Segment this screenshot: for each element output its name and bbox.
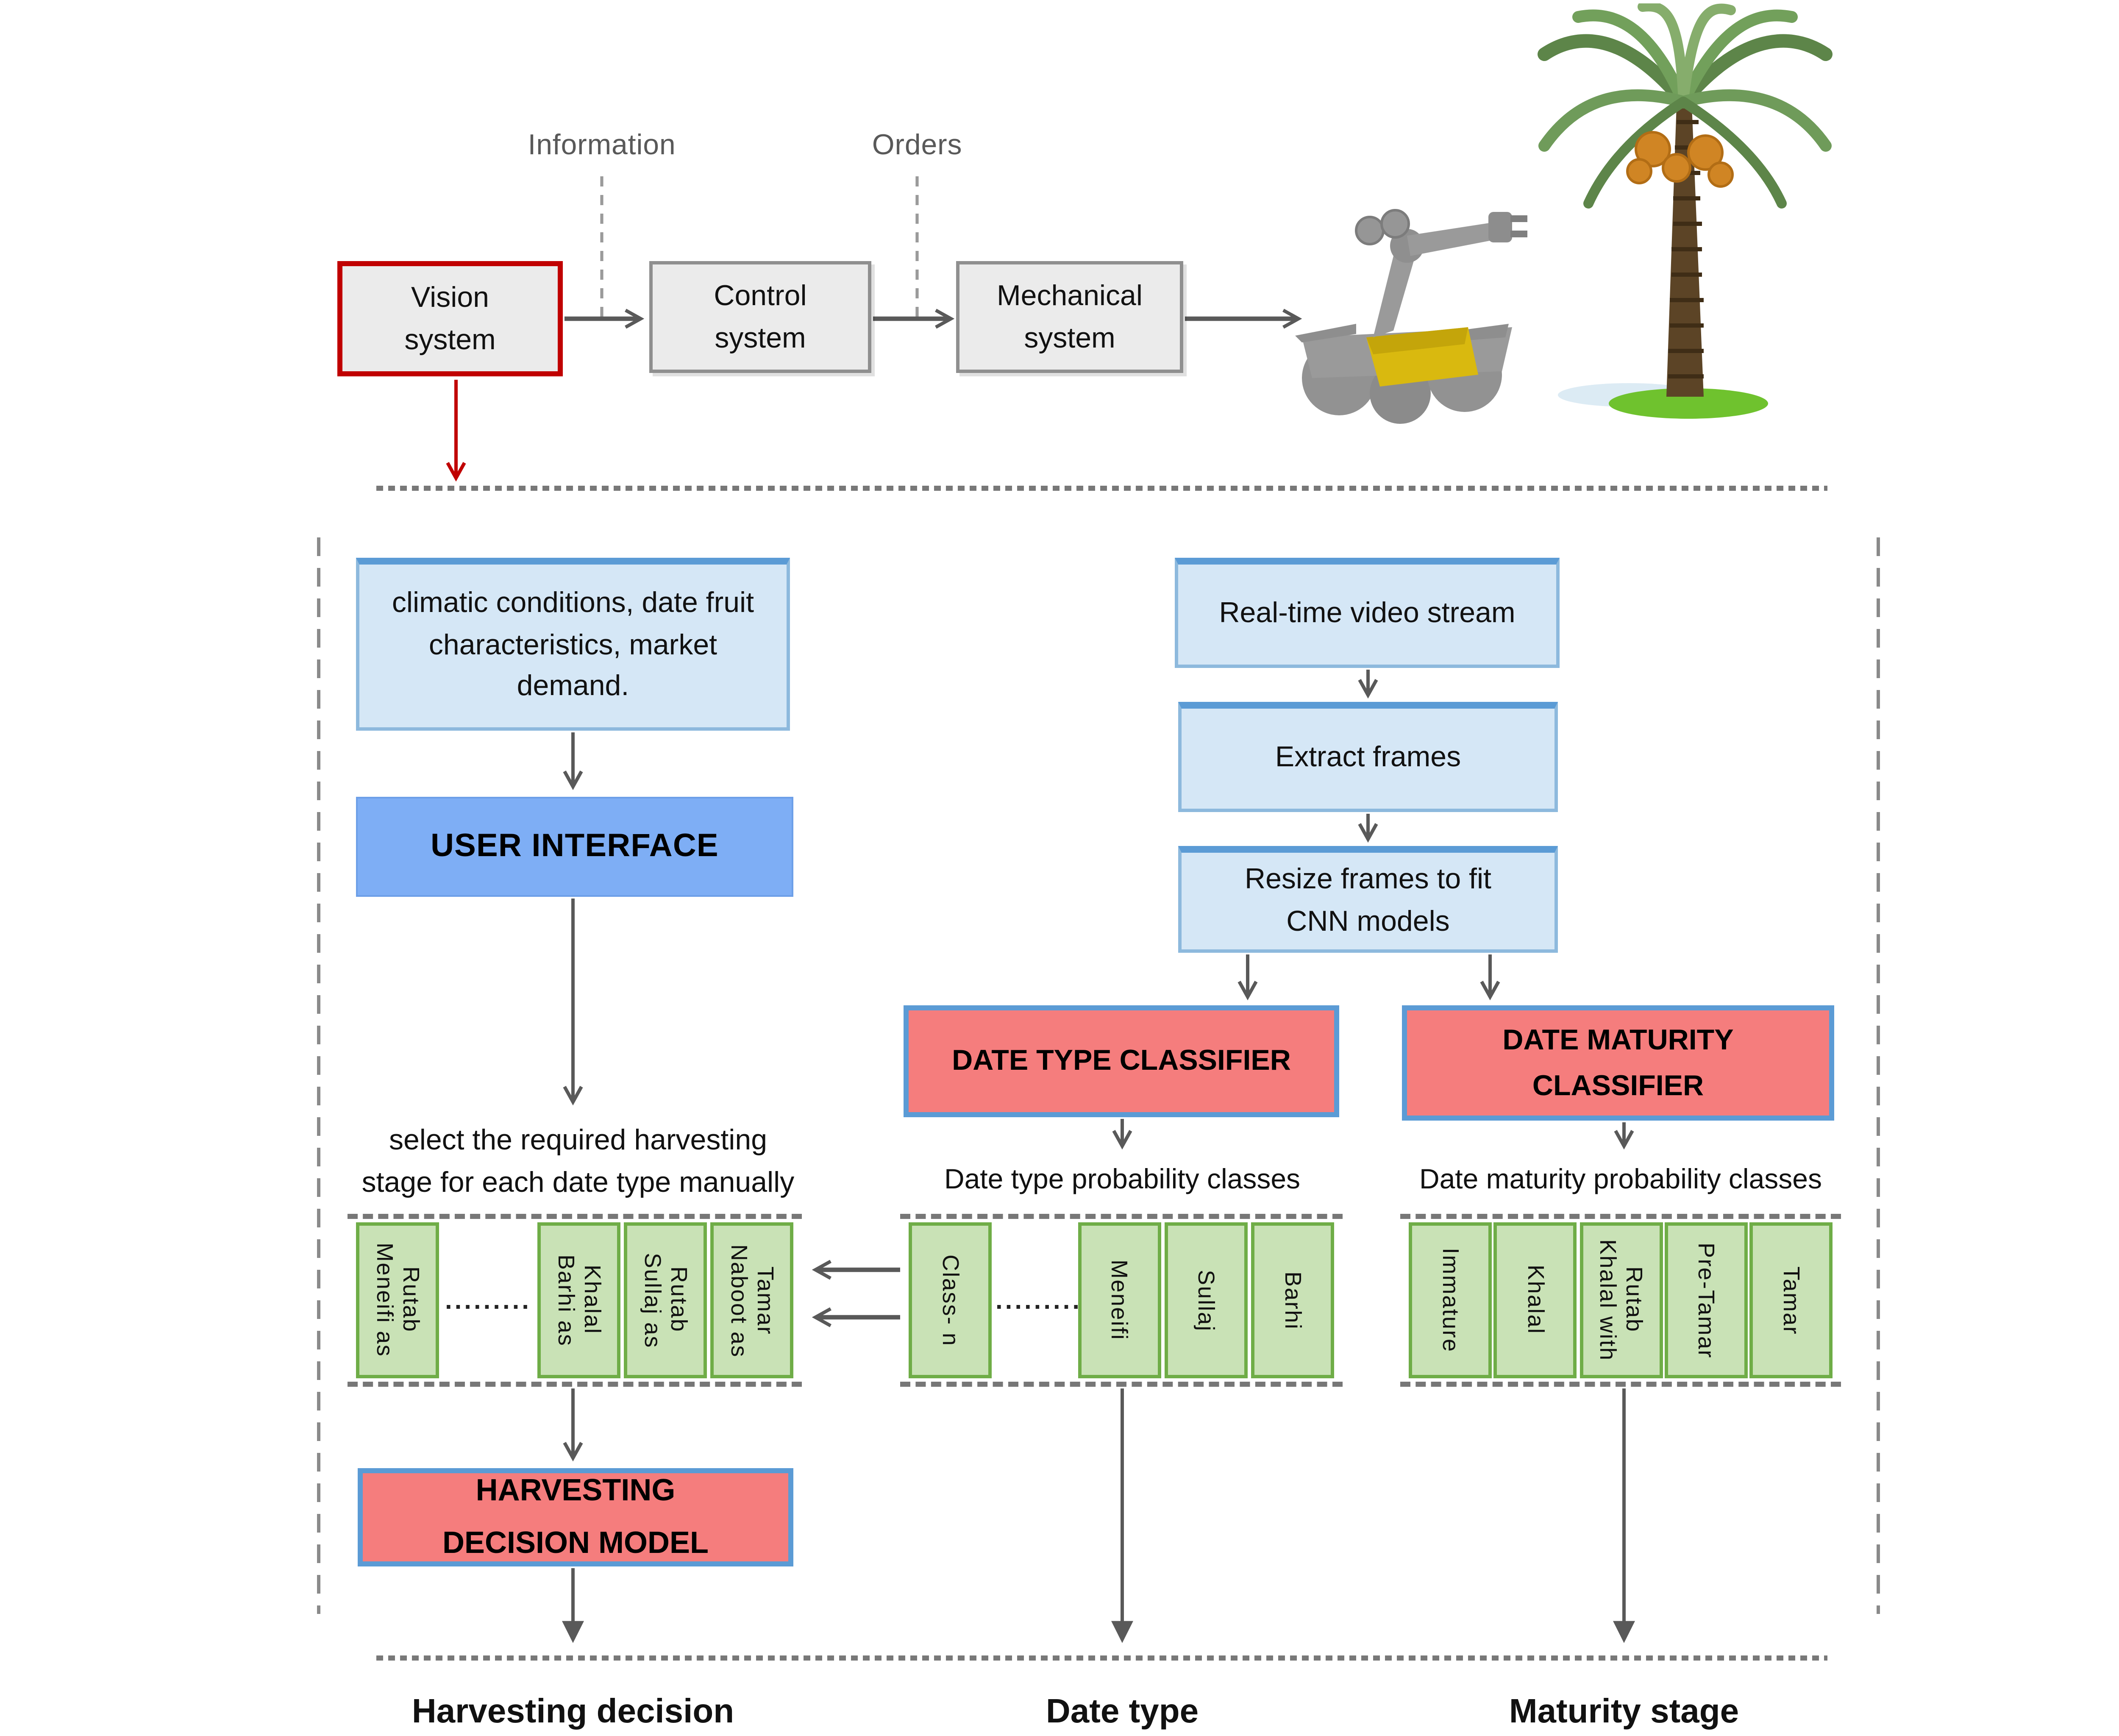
date-type-classifier-box: DATE TYPE CLASSIFIER — [904, 1005, 1339, 1117]
orders-label: Orders — [872, 129, 962, 161]
resize-frames-box: Resize frames to fit CNN models — [1178, 846, 1558, 953]
selection-note-line1: select the required harvesting — [389, 1124, 768, 1156]
mechanical-system-box: Mechanical system — [956, 261, 1183, 373]
date-type-classes-row: Class- n ......... Meneifi Sullaj Barhi — [900, 1214, 1343, 1387]
date-type-class-label: Class- n — [938, 1254, 963, 1347]
harvesting-decision-model-label: HARVESTING DECISION MODEL — [442, 1474, 709, 1560]
harvest-stage-box: Naboot as Tamar — [710, 1222, 793, 1378]
date-type-output-label: Date type — [1046, 1694, 1199, 1731]
information-label: Information — [528, 129, 676, 161]
date-type-class-label: Barhi — [1280, 1271, 1306, 1330]
maturity-class-label: Khalal with Rutab — [1595, 1239, 1647, 1361]
harvest-stage-label: Sullaj as Rutab — [640, 1252, 692, 1348]
selection-note: select the required harvesting stage for… — [298, 1121, 858, 1204]
date-maturity-classifier-label: DATE MATURITY CLASSIFIER — [1502, 1024, 1734, 1102]
maturity-class-label: Immature — [1438, 1248, 1463, 1353]
date-type-class-label: Sullaj — [1193, 1269, 1219, 1332]
user-interface-box: USER INTERFACE — [356, 797, 793, 897]
vision-system-box: Vision system — [337, 261, 563, 376]
harvesting-decision-output-label: Harvesting decision — [412, 1694, 734, 1731]
user-interface-label: USER INTERFACE — [431, 828, 719, 864]
resize-frames-label: Resize frames to fit CNN models — [1245, 862, 1491, 937]
mechanical-system-label: Mechanical system — [997, 279, 1143, 354]
vision-system-label: Vision system — [404, 281, 496, 356]
video-stream-label: Real-time video stream — [1219, 597, 1516, 629]
date-type-classifier-label: DATE TYPE CLASSIFIER — [952, 1043, 1291, 1076]
date-maturity-classes-label: Date maturity probability classes — [1419, 1165, 1822, 1195]
harvest-stage-box: Sullaj as Rutab — [624, 1222, 707, 1378]
ellipsis-dots: ......... — [996, 1286, 1082, 1315]
harvest-stage-label: Barhi as Khalal — [553, 1254, 606, 1347]
date-palm-tree-icon — [1538, 3, 1833, 419]
inputs-box-label: climatic conditions, date fruit characte… — [392, 587, 754, 703]
date-type-class-box: Barhi — [1251, 1222, 1334, 1378]
date-type-classes-label: Date type probability classes — [944, 1165, 1301, 1195]
maturity-stage-output-label: Maturity stage — [1509, 1694, 1739, 1731]
maturity-class-box: Khalal — [1494, 1222, 1577, 1378]
control-system-label: Control system — [714, 279, 807, 354]
maturity-class-box: Immature — [1409, 1222, 1492, 1378]
maturity-class-box: Pre-Tamar — [1664, 1222, 1747, 1378]
harvest-stage-box: Barhi as Khalal — [537, 1222, 620, 1378]
maturity-class-box: Tamar — [1749, 1222, 1833, 1378]
ellipsis-dots: ......... — [445, 1286, 531, 1315]
maturity-class-label: Pre-Tamar — [1694, 1242, 1719, 1358]
maturity-class-box: Khalal with Rutab — [1579, 1222, 1662, 1378]
video-stream-box: Real-time video stream — [1175, 558, 1560, 668]
date-type-class-box: Sullaj — [1164, 1222, 1247, 1378]
inputs-box: climatic conditions, date fruit characte… — [356, 558, 790, 731]
extract-frames-label: Extract frames — [1275, 741, 1461, 773]
date-maturity-classifier-box: DATE MATURITY CLASSIFIER — [1402, 1005, 1834, 1121]
maturity-class-label: Tamar — [1779, 1266, 1804, 1335]
control-system-box: Control system — [649, 261, 871, 373]
harvesting-decision-model-box: HARVESTING DECISION MODEL — [358, 1468, 793, 1566]
harvest-stage-label: Naboot as Tamar — [726, 1244, 779, 1357]
date-type-class-box: Meneifi — [1077, 1222, 1160, 1378]
date-type-class-box: Class- n — [909, 1222, 992, 1378]
harvest-stages-row: Meneifi as Rutab ......... Barhi as Khal… — [348, 1214, 802, 1387]
extract-frames-box: Extract frames — [1178, 702, 1558, 812]
harvest-stage-label: Meneifi as Rutab — [372, 1243, 424, 1358]
selection-note-line2: stage for each date type manually — [362, 1166, 795, 1198]
date-maturity-classes-row: Immature Khalal Khalal with Rutab Pre-Ta… — [1400, 1214, 1841, 1387]
date-type-class-label: Meneifi — [1107, 1260, 1132, 1341]
harvesting-robot-icon — [1295, 209, 1527, 424]
maturity-class-label: Khalal — [1523, 1265, 1549, 1335]
harvest-stage-box: Meneifi as Rutab — [356, 1222, 439, 1378]
